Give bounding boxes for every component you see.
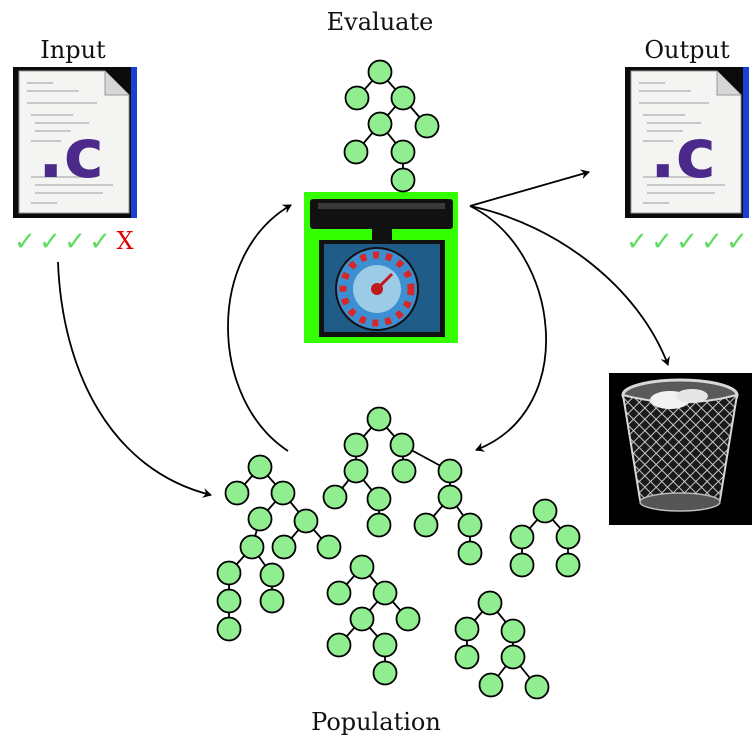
tree-node	[367, 111, 393, 137]
tree-node	[414, 113, 440, 139]
population-to-evaluate-arrow	[227, 204, 292, 452]
tree-node	[372, 580, 398, 606]
tree-node	[326, 580, 352, 606]
tree-node	[372, 632, 398, 658]
output-check-mark: ✓	[626, 227, 648, 257]
population-tree	[326, 554, 421, 686]
tree-node	[454, 616, 480, 642]
tree-node	[509, 552, 535, 578]
tree-node	[239, 534, 265, 560]
tree-node	[343, 432, 369, 458]
trash-bin-icon	[609, 373, 752, 525]
tree-node	[326, 632, 352, 658]
output-check-mark: ✓	[676, 227, 698, 257]
tree-node	[216, 588, 242, 614]
tree-node	[216, 616, 242, 642]
evaluated-tree	[343, 59, 440, 193]
tree-node	[367, 59, 393, 85]
tree-node	[500, 618, 526, 644]
tree-node	[413, 512, 439, 538]
tree-node	[270, 480, 296, 506]
tree-node	[457, 512, 483, 538]
tree-node	[437, 458, 463, 484]
population-label: Population	[311, 708, 441, 736]
population-tree	[454, 590, 550, 700]
tree-node	[478, 672, 504, 698]
tree-node	[457, 540, 483, 566]
input-to-population-arrow	[57, 261, 212, 498]
input-file-icon: .c	[13, 67, 137, 218]
population-tree	[216, 454, 342, 642]
evaluate-to-output-arrow	[469, 169, 590, 207]
output-label: Output	[644, 36, 730, 64]
program-trees	[216, 59, 581, 700]
tree-node	[366, 512, 392, 538]
tree-node	[524, 674, 550, 700]
population-tree	[322, 406, 483, 566]
tree-node	[293, 508, 319, 534]
tree-node	[395, 606, 421, 632]
tree-node	[366, 486, 392, 512]
tree-node	[500, 644, 526, 670]
tree-node	[372, 660, 398, 686]
tree-node	[390, 85, 416, 111]
output-check-mark: ✓	[651, 227, 673, 257]
tree-node	[509, 524, 535, 550]
tree-node	[555, 552, 581, 578]
tree-node	[259, 588, 285, 614]
input-label: Input	[40, 36, 106, 64]
output-file-extension: .c	[650, 115, 716, 194]
tree-node	[391, 458, 417, 484]
tree-node	[343, 139, 369, 165]
tree-node	[437, 484, 463, 510]
evaluate-to-population-arrow	[469, 205, 547, 452]
tree-node	[247, 506, 273, 532]
tree-node	[390, 167, 416, 193]
output-check-mark: ✓	[726, 227, 748, 257]
input-file-extension: .c	[38, 115, 104, 194]
tree-node	[247, 454, 273, 480]
input-check-mark: ✓	[14, 227, 36, 257]
tree-node	[344, 85, 370, 111]
tree-node	[349, 606, 375, 632]
tree-node	[390, 139, 416, 165]
evaluate-label: Evaluate	[327, 8, 434, 36]
tree-node	[389, 432, 415, 458]
arrows	[57, 169, 670, 498]
output-check-mark: ✓	[701, 227, 723, 257]
input-check-mark: ✓	[39, 227, 61, 257]
tree-node	[259, 562, 285, 588]
tree-node	[271, 534, 297, 560]
weighing-scale-icon	[304, 192, 458, 343]
input-fail-mark: X	[116, 227, 133, 255]
population-tree	[509, 498, 581, 578]
output-test-results: ✓ ✓ ✓ ✓ ✓	[626, 227, 748, 257]
input-check-mark: ✓	[64, 227, 86, 257]
tree-node	[316, 534, 342, 560]
tree-node	[366, 406, 392, 432]
tree-node	[322, 484, 348, 510]
input-test-results: ✓ ✓ ✓ ✓ X	[14, 227, 133, 257]
evaluate-to-trash-arrow	[469, 205, 670, 366]
tree-node	[477, 590, 503, 616]
tree-node	[216, 560, 242, 586]
output-file-icon: .c	[625, 67, 749, 218]
tree-node	[343, 458, 369, 484]
input-check-mark: ✓	[89, 227, 111, 257]
tree-node	[224, 480, 250, 506]
tree-node	[349, 554, 375, 580]
tree-node	[454, 644, 480, 670]
tree-node	[532, 498, 558, 524]
tree-node	[555, 524, 581, 550]
